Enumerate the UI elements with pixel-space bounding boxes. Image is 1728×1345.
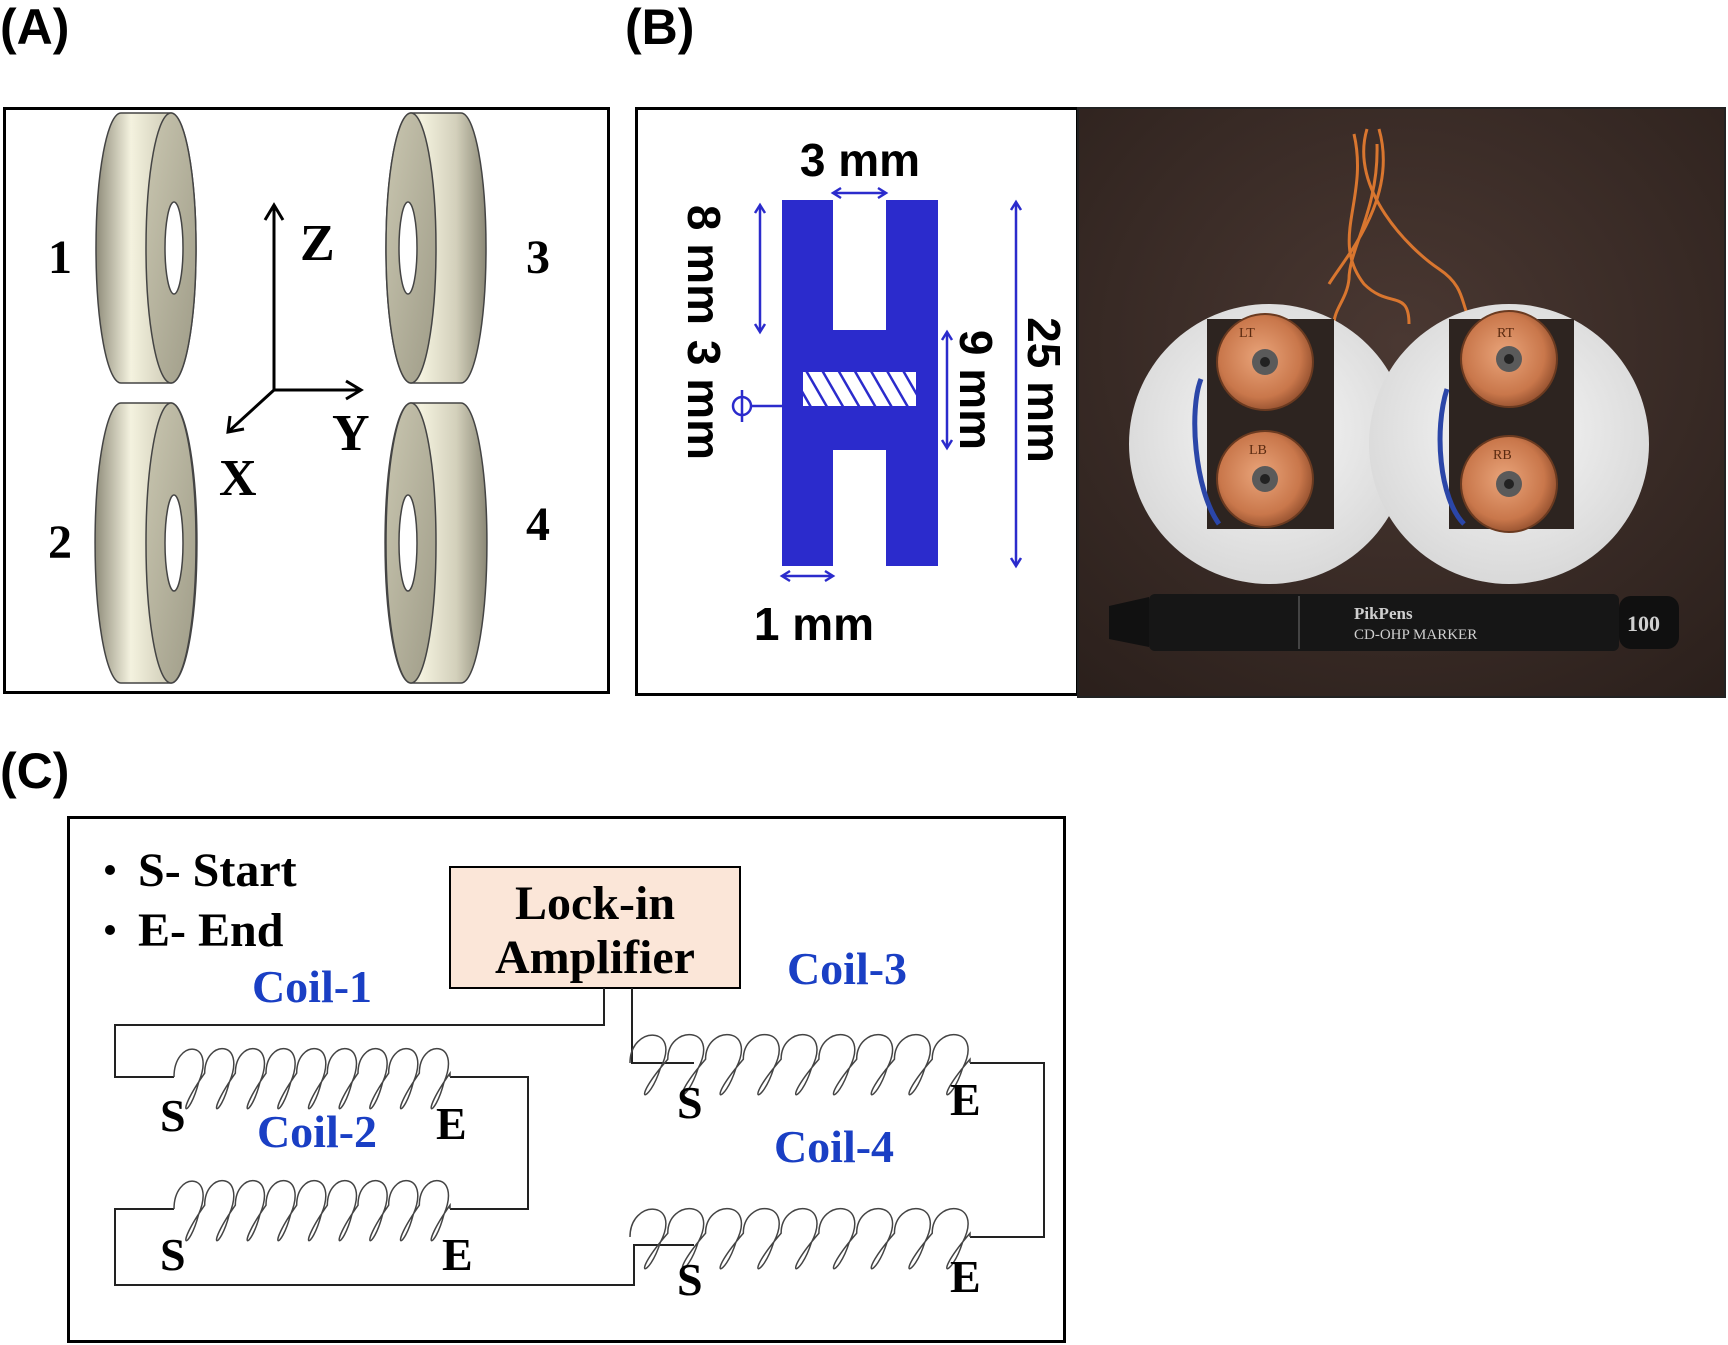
dim-bottom-width: 1 mm (754, 598, 874, 650)
legend-bullet-2 (105, 925, 115, 935)
coil-tag-lt: LT (1239, 326, 1255, 341)
spool-core-hatch (803, 372, 916, 406)
coil-1-spring (173, 1047, 451, 1110)
legend-bullet-1 (105, 865, 115, 875)
coil-number-2: 2 (48, 516, 72, 569)
marker-label: CD-OHP MARKER (1354, 627, 1477, 643)
coil-number-3: 3 (526, 231, 550, 284)
coil-title-2: Coil-2 (257, 1106, 377, 1157)
coil-1-end-label: E (436, 1098, 467, 1149)
axis-label-y: Y (332, 405, 370, 462)
coil-title-1: Coil-1 (252, 961, 372, 1012)
panel-b-drawing-frame: 3 mm 1 mm 8 mm 3 mm 9 mm 25 mm (635, 107, 1079, 696)
coil-number-1: 1 (48, 231, 72, 284)
axis-label-z: Z (300, 215, 335, 272)
panel-c-frame: S- Start E- End Lock-in Amplifier Coil-1… (67, 816, 1066, 1343)
panel-a-frame: 1 2 3 4 Z X Y (3, 107, 610, 694)
legend-end: E- End (138, 904, 284, 957)
left-sensor-holder (1129, 304, 1409, 584)
coil-springs (173, 1033, 971, 1270)
coil-number-4: 4 (526, 498, 550, 551)
coil-4-start-label: S (677, 1254, 703, 1305)
axis-label-x: X (219, 450, 257, 507)
wiring-diagram: S- Start E- End Lock-in Amplifier Coil-1… (105, 844, 1045, 1305)
lock-in-amplifier-box (449, 866, 741, 989)
wiring-lines (114, 988, 1045, 1286)
panel-c-label: (C) (0, 743, 70, 799)
marker-model: 100 (1627, 611, 1660, 636)
marker-brand: PikPens (1354, 604, 1413, 623)
dim-center-height: 9 mm (950, 330, 1002, 450)
coil-1-cylinder (95, 112, 197, 384)
coil-2-end-label: E (442, 1229, 473, 1280)
coil-1-start-label: S (160, 1090, 186, 1141)
dim-phi-diameter: 3 mm (678, 340, 730, 460)
copper-wires (1327, 128, 1476, 326)
coil-title-4: Coil-4 (774, 1121, 894, 1172)
coil-3-cylinder (385, 112, 487, 384)
amplifier-line-1: Lock-in (515, 877, 675, 930)
coil-2-spring (173, 1179, 451, 1242)
amplifier-line-2: Amplifier (495, 931, 695, 984)
coil-3-start-label: S (677, 1077, 703, 1128)
dim-total-height: 25 mm (1018, 317, 1070, 463)
coil-2-cylinder (94, 402, 198, 684)
coil-tag-rb: RB (1493, 448, 1512, 463)
right-sensor-holder (1369, 304, 1649, 584)
dim-left-height: 8 mm (678, 205, 730, 325)
panel-a-label: (A) (0, 0, 70, 55)
coil-arrangement-diagram: 1 2 3 4 Z X Y (48, 112, 550, 684)
coil-4-spring (629, 1207, 971, 1270)
legend-start: S- Start (138, 844, 297, 897)
coil-tag-rt: RT (1497, 326, 1514, 341)
panel-b-label: (B) (625, 0, 695, 55)
dimension-arrows (731, 186, 1023, 583)
dim-top-width: 3 mm (800, 134, 920, 186)
coil-4-cylinder (384, 402, 488, 684)
coil-2-start-label: S (160, 1229, 186, 1280)
coil-title-3: Coil-3 (787, 943, 907, 994)
axis-arrows (226, 202, 364, 434)
spool-dimension-drawing: 3 mm 1 mm 8 mm 3 mm 9 mm 25 mm (678, 134, 1070, 650)
coil-photo-illustration: LT LB RT RB PikPens CD-OHP MARKER 100 (1079, 109, 1724, 696)
coil-3-spring (629, 1033, 971, 1096)
panel-b-photo: LT LB RT RB PikPens CD-OHP MARKER 100 (1077, 107, 1726, 698)
coil-3-end-label: E (950, 1074, 981, 1125)
marker-pen (1109, 594, 1679, 651)
coil-tag-lb: LB (1249, 443, 1267, 458)
coil-4-end-label: E (950, 1251, 981, 1302)
